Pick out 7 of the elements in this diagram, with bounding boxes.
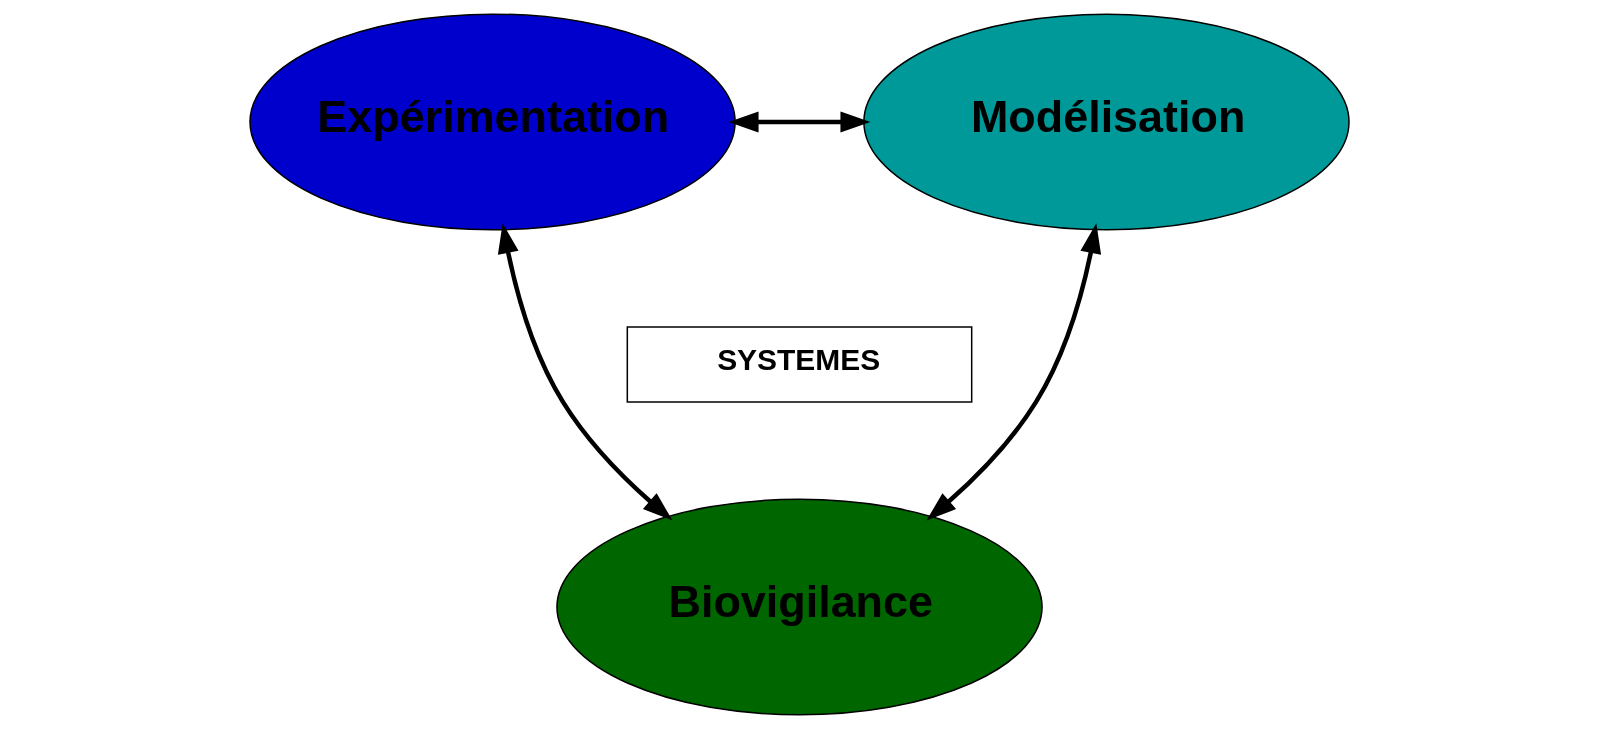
- arrow: [926, 223, 1102, 521]
- node-ellipse: Biovigilance: [556, 498, 1043, 716]
- node-ellipse: Expérimentation: [249, 13, 736, 231]
- arrow: [728, 111, 871, 133]
- arrow: [497, 223, 673, 521]
- node-box: SYSTEMES: [626, 326, 973, 403]
- node-ellipse: Modélisation: [863, 13, 1350, 231]
